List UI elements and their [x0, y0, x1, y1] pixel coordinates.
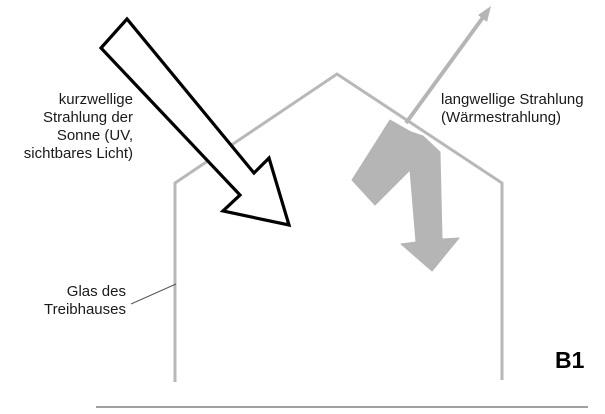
long-wave-radiation-label: langwellige Strahlung (Wärmestrahlung) [441, 91, 584, 127]
short-wave-label-line: sichtbares Licht) [23, 145, 133, 162]
escaping-radiation-arrow-icon [404, 6, 491, 125]
glass-pointer-line [130, 283, 177, 305]
glass-label-line: Glas des [66, 283, 126, 300]
sun-radiation-arrow-icon [98, 16, 292, 228]
long-wave-label-line: langwellige Strahlung [441, 91, 584, 108]
greenhouse-glass-label: Glas des Treibhauses [44, 283, 126, 319]
reflected-radiation-arrow-icon [351, 119, 460, 272]
short-wave-label-line: kurzwellige [58, 91, 133, 108]
short-wave-label-line: Sonne (UV, [56, 127, 133, 144]
short-wave-radiation-label: kurzwellige Strahlung der Sonne (UV, sic… [24, 91, 133, 163]
short-wave-label-line: Strahlung der [42, 109, 133, 126]
long-wave-label-line: (Wärmestrahlung) [441, 109, 562, 126]
greenhouse-outline [173, 72, 504, 382]
glass-label-line: Treibhauses [44, 301, 126, 318]
figure-id-label: B1 [555, 347, 585, 373]
